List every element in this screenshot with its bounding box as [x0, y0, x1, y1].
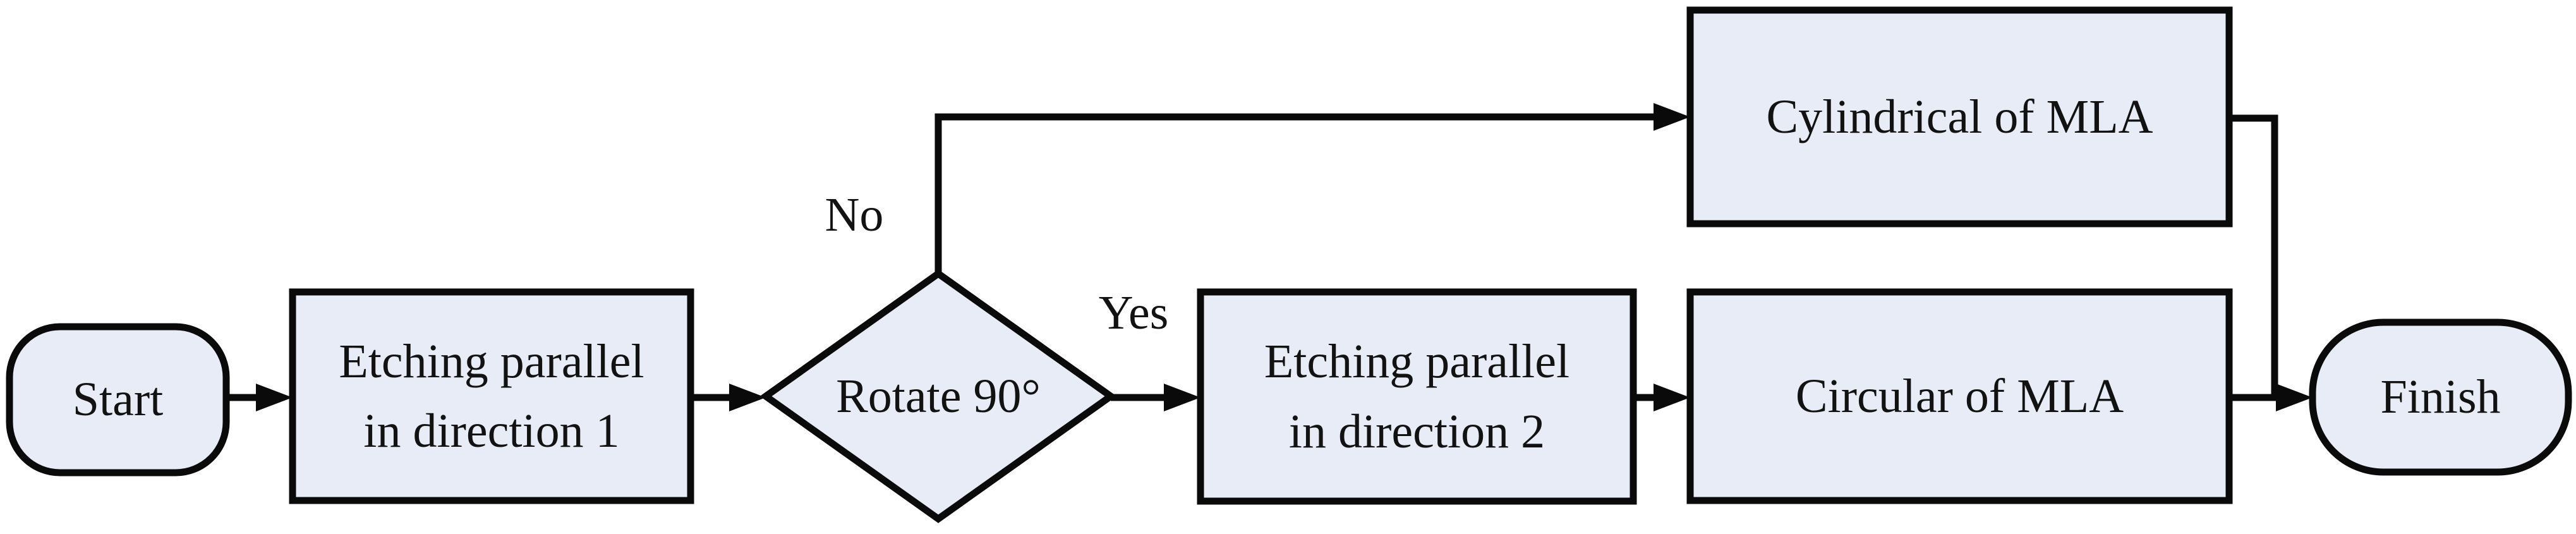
rotate-decision-shape	[759, 269, 1117, 523]
circular-node-shape	[1686, 288, 2233, 504]
edge-rotate-cylindrical-no	[934, 113, 1656, 274]
finish-node-shape	[2309, 319, 2572, 476]
etching1-node-shape	[289, 288, 694, 504]
arrowhead-start-etching1	[256, 384, 293, 411]
etching2-node-shape	[1197, 288, 1637, 505]
edge-cylindrical-finish	[2229, 114, 2278, 397]
start-node-shape	[6, 323, 230, 476]
arrowhead-circular-finish	[2276, 384, 2313, 411]
cylindrical-node-shape	[1686, 6, 2233, 228]
arrowhead-etching1-rotate	[729, 384, 766, 411]
arrowhead-etching2-circular	[1654, 384, 1690, 411]
arrowhead-rotate-etching2	[1164, 384, 1200, 411]
arrowhead-rotate-cylindrical	[1654, 103, 1690, 131]
